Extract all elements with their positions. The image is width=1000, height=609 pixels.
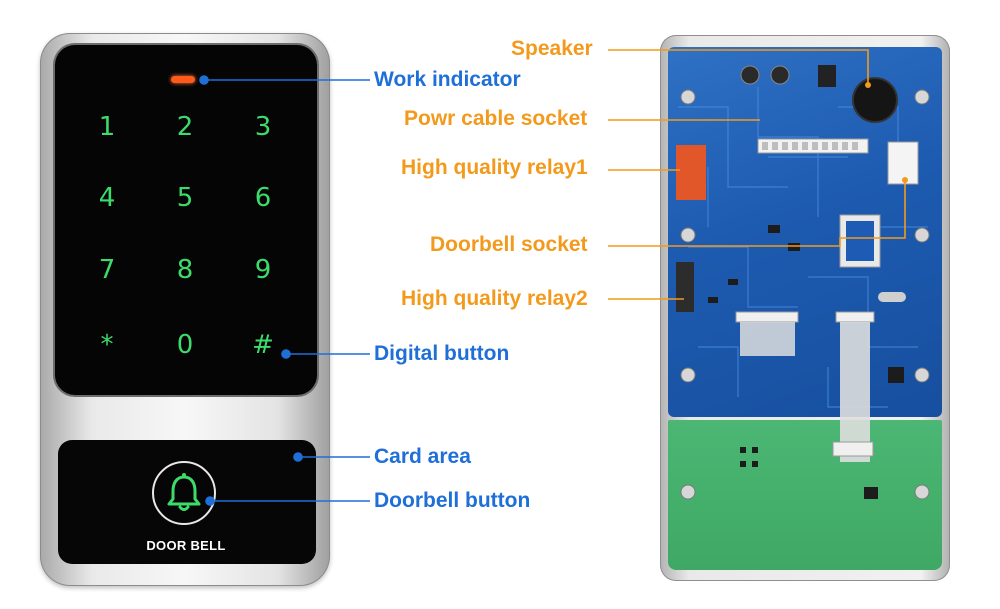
relay1-label: High quality relay1: [401, 156, 588, 179]
key-hash[interactable]: #: [252, 330, 274, 360]
key-0[interactable]: 0: [176, 330, 194, 360]
digital-keypad-panel: 1 2 3 4 5 6 7 8 9 * 0 #: [55, 45, 317, 395]
power-cable-socket-label: Powr cable socket: [404, 107, 588, 130]
key-4[interactable]: 4: [98, 183, 116, 213]
doorbell-button-label: Doorbell button: [374, 489, 531, 512]
work-indicator-led: [171, 76, 195, 83]
rfid-antenna-board: [668, 420, 942, 570]
bell-icon: [167, 473, 201, 511]
work-indicator-label: Work indicator: [374, 68, 521, 91]
key-9[interactable]: 9: [254, 255, 272, 285]
doorbell-text: DOOR BELL: [146, 538, 226, 553]
relay2-label: High quality relay2: [401, 287, 588, 310]
key-1[interactable]: 1: [98, 112, 116, 142]
key-3[interactable]: 3: [254, 112, 272, 142]
key-2[interactable]: 2: [176, 112, 194, 142]
pcb-components: [676, 65, 930, 500]
key-6[interactable]: 6: [254, 183, 272, 213]
speaker-label: Speaker: [511, 37, 593, 60]
key-star[interactable]: *: [100, 330, 114, 360]
key-8[interactable]: 8: [176, 255, 194, 285]
card-area-label: Card area: [374, 445, 471, 468]
key-7[interactable]: 7: [98, 255, 116, 285]
pcb-control-board: [668, 47, 942, 417]
doorbell-socket-label: Doorbell socket: [430, 233, 588, 256]
key-5[interactable]: 5: [176, 183, 194, 213]
digital-button-label: Digital button: [374, 342, 510, 365]
doorbell-button[interactable]: [152, 461, 216, 525]
